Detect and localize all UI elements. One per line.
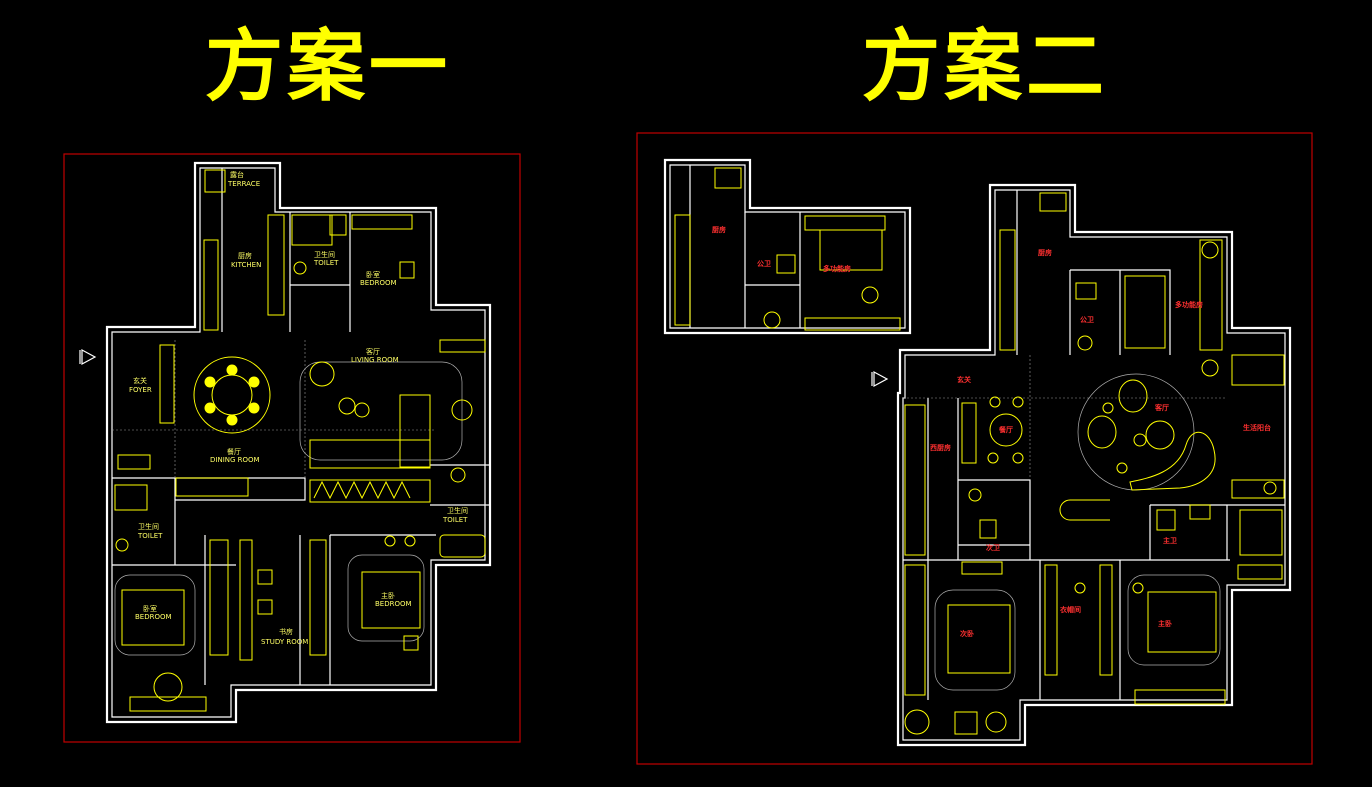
plan-one-outer-wall — [105, 161, 492, 724]
plan-one-foyer-cn: 玄关 — [133, 376, 147, 385]
plan-two-master-bath: 主卫 — [1163, 536, 1177, 545]
plan-one-bedroom-cn: 卧室 — [366, 270, 380, 279]
plan-two-frame — [636, 132, 1313, 765]
plan-two-foyer: 玄关 — [957, 375, 971, 384]
plan-one-bedroom2-en: BEDROOM — [135, 613, 172, 621]
plan-one-study-en: STUDY ROOM — [261, 638, 308, 646]
plan-two-bath-a: 公卫 — [757, 260, 771, 268]
plan-one: 露台 TERRACE 厨房 KITCHEN 卫生间 TOILET 卧室 BEDR… — [63, 153, 521, 743]
plan-one-kitchen-en: KITCHEN — [231, 261, 261, 269]
plan-two-guest-bath: 次卫 — [986, 543, 1000, 552]
plan-two-outer-wall — [896, 183, 1292, 747]
plan-one-toilet2-cn: 卫生间 — [138, 522, 159, 531]
plan-one-terrace-cn: 露台 — [230, 170, 244, 179]
plan-one-study-cn: 书房 — [279, 627, 293, 636]
plan-two-closet: 衣帽间 — [1060, 605, 1081, 614]
plan-one-foyer-en: FOYER — [129, 386, 152, 394]
scheme-one-title: 方案一 — [205, 22, 452, 112]
plan-one-living-cn: 客厅 — [366, 347, 380, 356]
plan-one-frame — [63, 153, 521, 743]
plan-one-living-en: LIVING ROOM — [351, 356, 399, 364]
plan-two-kitchen-a: 厨房 — [712, 225, 726, 234]
plan-two-multi-b: 多功能房 — [1175, 300, 1203, 309]
plan-two-dining: 餐厅 — [998, 425, 1013, 434]
plan-two-western-kitchen: 西厨房 — [930, 443, 951, 452]
plan-one-terrace-en: TERRACE — [227, 180, 260, 188]
plan-one-dining-en: DINING ROOM — [210, 456, 260, 464]
plan-two-bath-b: 公卫 — [1080, 316, 1094, 324]
plan-one-bedroom2-cn: 卧室 — [143, 604, 157, 613]
plan-two-balcony: 生活阳台 — [1243, 423, 1271, 432]
plan-two-multi-a: 多功能房 — [823, 264, 851, 273]
plan-two-living: 客厅 — [1154, 403, 1169, 412]
plan-two-second-bedroom: 次卧 — [960, 629, 974, 638]
plan-two: 厨房 公卫 多功能房 — [636, 132, 1313, 765]
plan-one-toilet-cn: 卫生间 — [314, 250, 335, 259]
plan-one-toilet2-en: TOILET — [137, 532, 163, 540]
plan-one-dining-cn: 餐厅 — [227, 447, 241, 456]
scheme-two-title: 方案二 — [862, 22, 1109, 112]
plan-two-kitchen-b: 厨房 — [1038, 248, 1052, 257]
plan-two-master-bedroom: 主卧 — [1158, 619, 1172, 628]
plan-one-toilet3-cn: 卫生间 — [447, 506, 468, 515]
plan-one-toilet-en: TOILET — [313, 259, 339, 267]
plan-one-master-cn: 主卧 — [381, 591, 395, 600]
plan-one-kitchen-cn: 厨房 — [238, 251, 252, 260]
plan-one-bedroom-en: BEDROOM — [360, 279, 397, 287]
plan-one-toilet3-en: TOILET — [442, 516, 468, 524]
plan-one-master-en: BEDROOM — [375, 600, 412, 608]
